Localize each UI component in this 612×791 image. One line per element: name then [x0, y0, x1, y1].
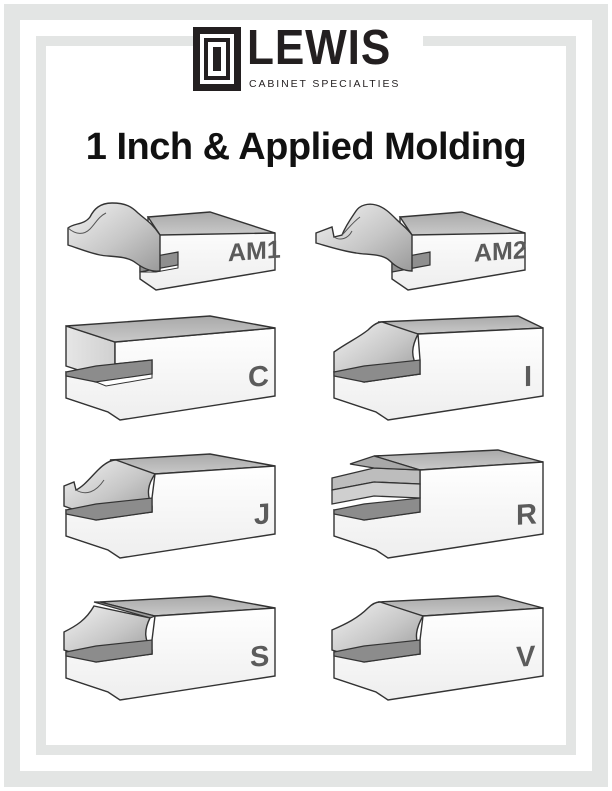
molding-v-icon: V — [331, 595, 544, 701]
profile-am2: AM2 — [312, 195, 537, 295]
molding-c-icon: C — [65, 315, 276, 421]
profile-code-i: I — [524, 361, 532, 394]
brand-logo: LEWIS CABINET SPECIALTIES — [193, 21, 423, 93]
profile-code-am2: AM2 — [474, 236, 527, 268]
brand-tagline: CABINET SPECIALTIES — [249, 78, 401, 90]
molding-s-icon: S — [63, 595, 276, 701]
molding-am2-icon: AM2 — [315, 203, 527, 291]
profile-code-am1: AM1 — [228, 236, 281, 268]
molding-am1-icon: AM1 — [67, 202, 281, 291]
profile-r: R — [328, 449, 553, 562]
profile-c: C — [60, 312, 285, 424]
profile-v: V — [328, 592, 553, 704]
profile-code-s: S — [250, 640, 269, 673]
brand-name: LEWIS — [247, 21, 392, 75]
profile-code-c: C — [248, 360, 269, 393]
profile-am1: AM1 — [60, 195, 285, 295]
profile-code-r: R — [516, 498, 537, 531]
molding-r-icon: R — [331, 449, 544, 559]
page-title: 1 Inch & Applied Molding — [85, 126, 527, 168]
profile-s: S — [60, 592, 285, 704]
molding-i-icon: I — [333, 315, 544, 421]
profile-code-v: V — [516, 640, 536, 673]
molding-j-icon: J — [63, 453, 276, 559]
profile-j: J — [60, 450, 285, 562]
profile-code-j: J — [254, 498, 270, 531]
door-logo-icon — [193, 27, 241, 91]
profile-i: I — [328, 312, 553, 424]
